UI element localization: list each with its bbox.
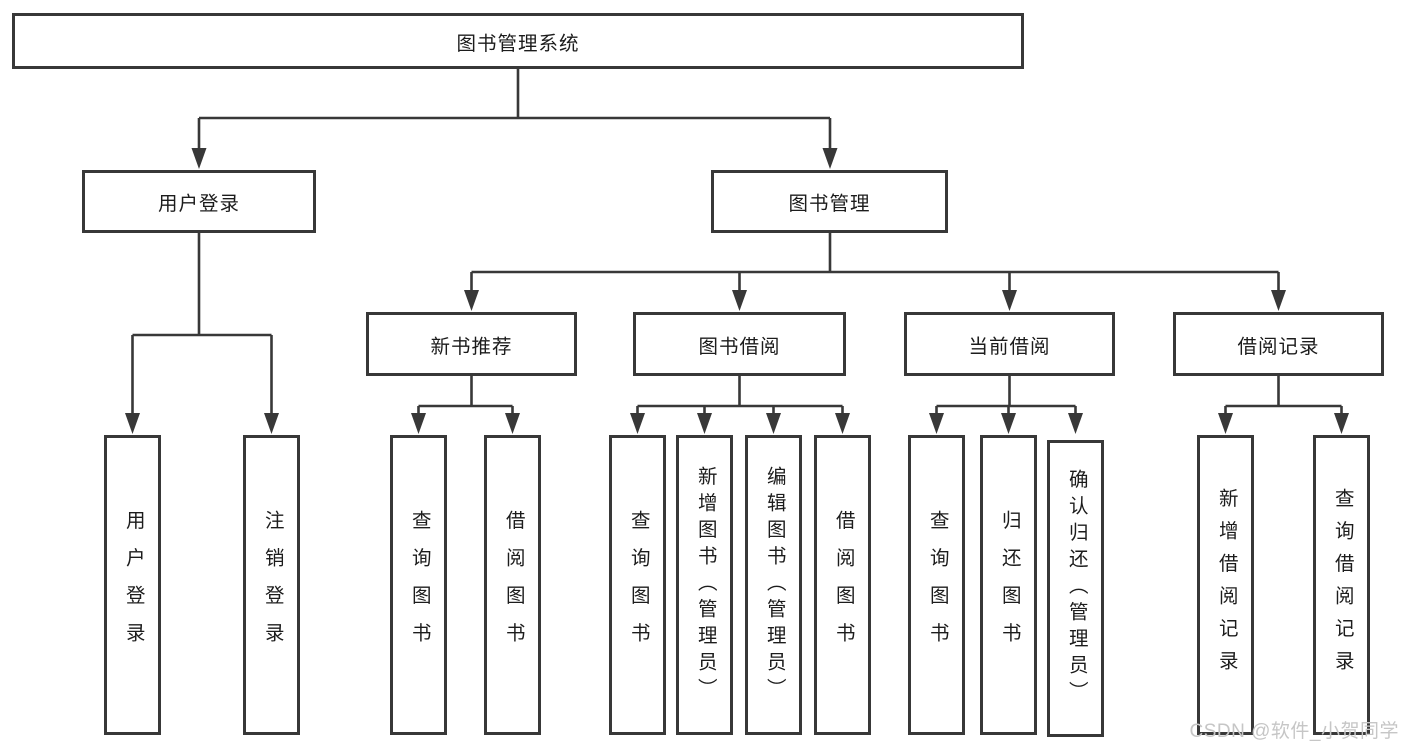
node-user-login: 用户登录 — [82, 170, 316, 233]
node-book-management: 图书管理 — [711, 170, 948, 233]
node-label: 借阅记录 — [1237, 335, 1320, 358]
arrowhead — [929, 413, 944, 434]
node-root-system: 图书管理系统 — [12, 13, 1024, 69]
arrowhead — [822, 148, 838, 169]
node-query-books-current: 查询图书 — [908, 435, 965, 735]
arrowhead — [697, 413, 712, 434]
arrowhead — [630, 413, 645, 434]
arrowhead — [1271, 290, 1286, 311]
arrowhead — [835, 413, 850, 434]
node-label: 查询图书 — [408, 510, 431, 660]
edge-records-to-leaves — [1224, 376, 1343, 414]
arrowhead — [125, 413, 140, 434]
node-label: 注销登录 — [261, 510, 284, 660]
node-label: 新增借阅记录 — [1215, 487, 1238, 683]
node-label: 查询图书 — [926, 510, 949, 660]
arrowhead — [732, 290, 747, 311]
arrowhead — [264, 413, 279, 434]
node-new-book-recommend: 新书推荐 — [366, 312, 577, 376]
node-edit-books-admin: 编辑图书（管理员） — [745, 435, 802, 735]
edge-current-to-leaves — [935, 376, 1077, 414]
arrowhead — [1218, 413, 1233, 434]
node-borrow-records: 借阅记录 — [1173, 312, 1384, 376]
node-return-books: 归还图书 — [980, 435, 1037, 735]
node-borrow-books-recommend: 借阅图书 — [484, 435, 541, 735]
node-label: 查询借阅记录 — [1331, 487, 1354, 683]
node-query-borrow-record: 查询借阅记录 — [1313, 435, 1370, 735]
arrowhead — [1002, 290, 1017, 311]
edge-borrow-to-leaves — [636, 376, 844, 414]
node-user-login-leaf: 用户登录 — [104, 435, 161, 735]
arrowhead — [1001, 413, 1016, 434]
arrowhead — [464, 290, 479, 311]
edge-root-to-level2 — [197, 69, 832, 149]
arrowhead — [766, 413, 781, 434]
node-current-borrow: 当前借阅 — [904, 312, 1115, 376]
node-label: 图书管理系统 — [456, 32, 580, 55]
node-label: 用户登录 — [157, 193, 240, 215]
watermark: CSDN @软件_小贺同学 — [1189, 721, 1399, 742]
arrowhead — [191, 148, 207, 169]
node-query-books-borrow: 查询图书 — [609, 435, 666, 735]
node-confirm-return-admin: 确认归还（管理员） — [1047, 440, 1104, 737]
arrowhead — [1068, 413, 1083, 434]
node-label: 当前借阅 — [968, 335, 1051, 358]
node-label: 图书管理 — [788, 193, 871, 215]
node-label: 确认归还（管理员） — [1065, 469, 1088, 708]
edge-recommend-to-leaves — [417, 376, 514, 414]
edge-user-login-to-leaves — [131, 233, 273, 414]
arrowhead — [505, 413, 520, 434]
node-add-borrow-record: 新增借阅记录 — [1197, 435, 1254, 735]
node-add-books-admin: 新增图书（管理员） — [676, 435, 733, 735]
node-logout: 注销登录 — [243, 435, 300, 735]
node-label: 图书借阅 — [698, 335, 781, 358]
node-query-books-recommend: 查询图书 — [390, 435, 447, 735]
node-label: 查询图书 — [627, 510, 650, 660]
node-label: 归还图书 — [998, 510, 1021, 660]
node-book-borrow: 图书借阅 — [633, 312, 846, 376]
node-label: 编辑图书（管理员） — [763, 465, 786, 705]
arrowhead — [1334, 413, 1349, 434]
node-label: 新书推荐 — [430, 335, 513, 358]
node-borrow-books: 借阅图书 — [814, 435, 871, 735]
edge-book-mgmt-to-level3 — [470, 233, 1280, 291]
arrowhead — [411, 413, 426, 434]
node-label: 用户登录 — [122, 510, 145, 660]
node-label: 新增图书（管理员） — [694, 465, 717, 705]
node-label: 借阅图书 — [832, 510, 855, 660]
node-label: 借阅图书 — [502, 510, 525, 660]
